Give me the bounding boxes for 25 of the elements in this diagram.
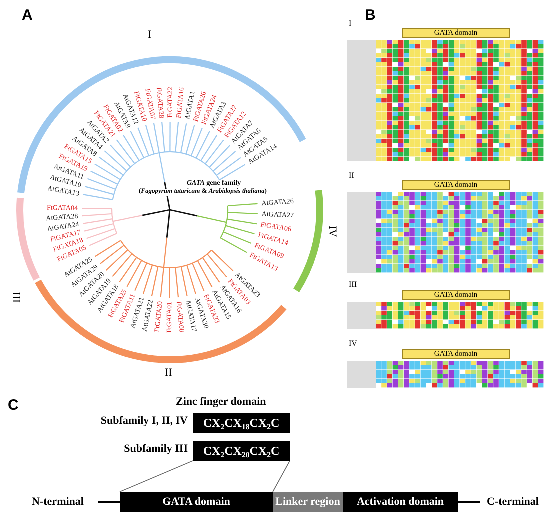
terminus-label: N-terminal (18, 493, 98, 511)
clade-numeral: IV (326, 226, 338, 238)
panel-letter: B (365, 8, 376, 23)
connector-line (458, 501, 480, 503)
connector-line (272, 460, 290, 492)
domain-block: Activation domain (343, 492, 458, 512)
motif-box: CX$_{2}$CX$_{20}$CX$_{2}$C (193, 441, 290, 461)
domain-block: GATA domain (120, 492, 273, 512)
group-numeral: IV (349, 340, 358, 348)
terminus-label: C-terminal (480, 493, 546, 511)
connector-line (98, 501, 120, 503)
subfamily-label: Subfamily III (123, 444, 188, 455)
clade-numeral: II (165, 368, 172, 379)
panel-letter: A (22, 8, 33, 23)
group-numeral: II (349, 172, 354, 180)
section-heading: Zinc finger domain (176, 397, 266, 408)
clade-numeral: III (10, 292, 21, 303)
domain-block: Linker region (273, 492, 343, 512)
group-numeral: III (349, 281, 357, 289)
subfamily-label: Subfamily I, II, IV (100, 416, 188, 427)
clade-numeral: I (148, 30, 152, 41)
group-numeral: I (349, 20, 352, 28)
panel-letter: C (8, 398, 19, 413)
motif-box: CX$_{2}$CX$_{18}$CX$_{2}$C (193, 413, 290, 433)
connector-line (120, 460, 194, 492)
